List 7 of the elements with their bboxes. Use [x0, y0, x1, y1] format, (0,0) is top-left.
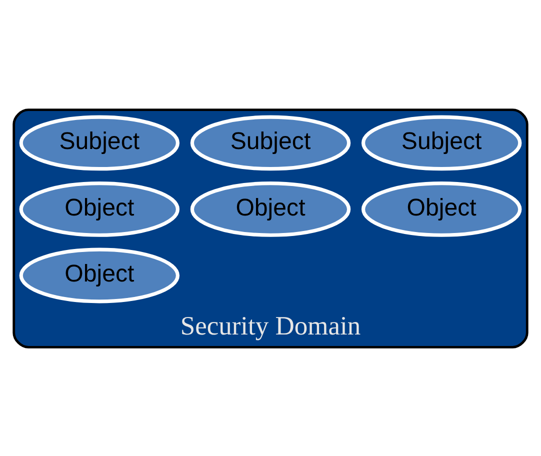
node-ellipse: Subject	[361, 114, 522, 170]
node-ellipse: Object	[19, 247, 180, 303]
node-ellipse: Object	[361, 181, 522, 236]
node-ellipse: Object	[19, 181, 180, 236]
node-ellipse: Subject	[190, 114, 351, 170]
node-ellipse: Subject	[19, 114, 180, 170]
node-ellipse: Object	[190, 181, 351, 236]
